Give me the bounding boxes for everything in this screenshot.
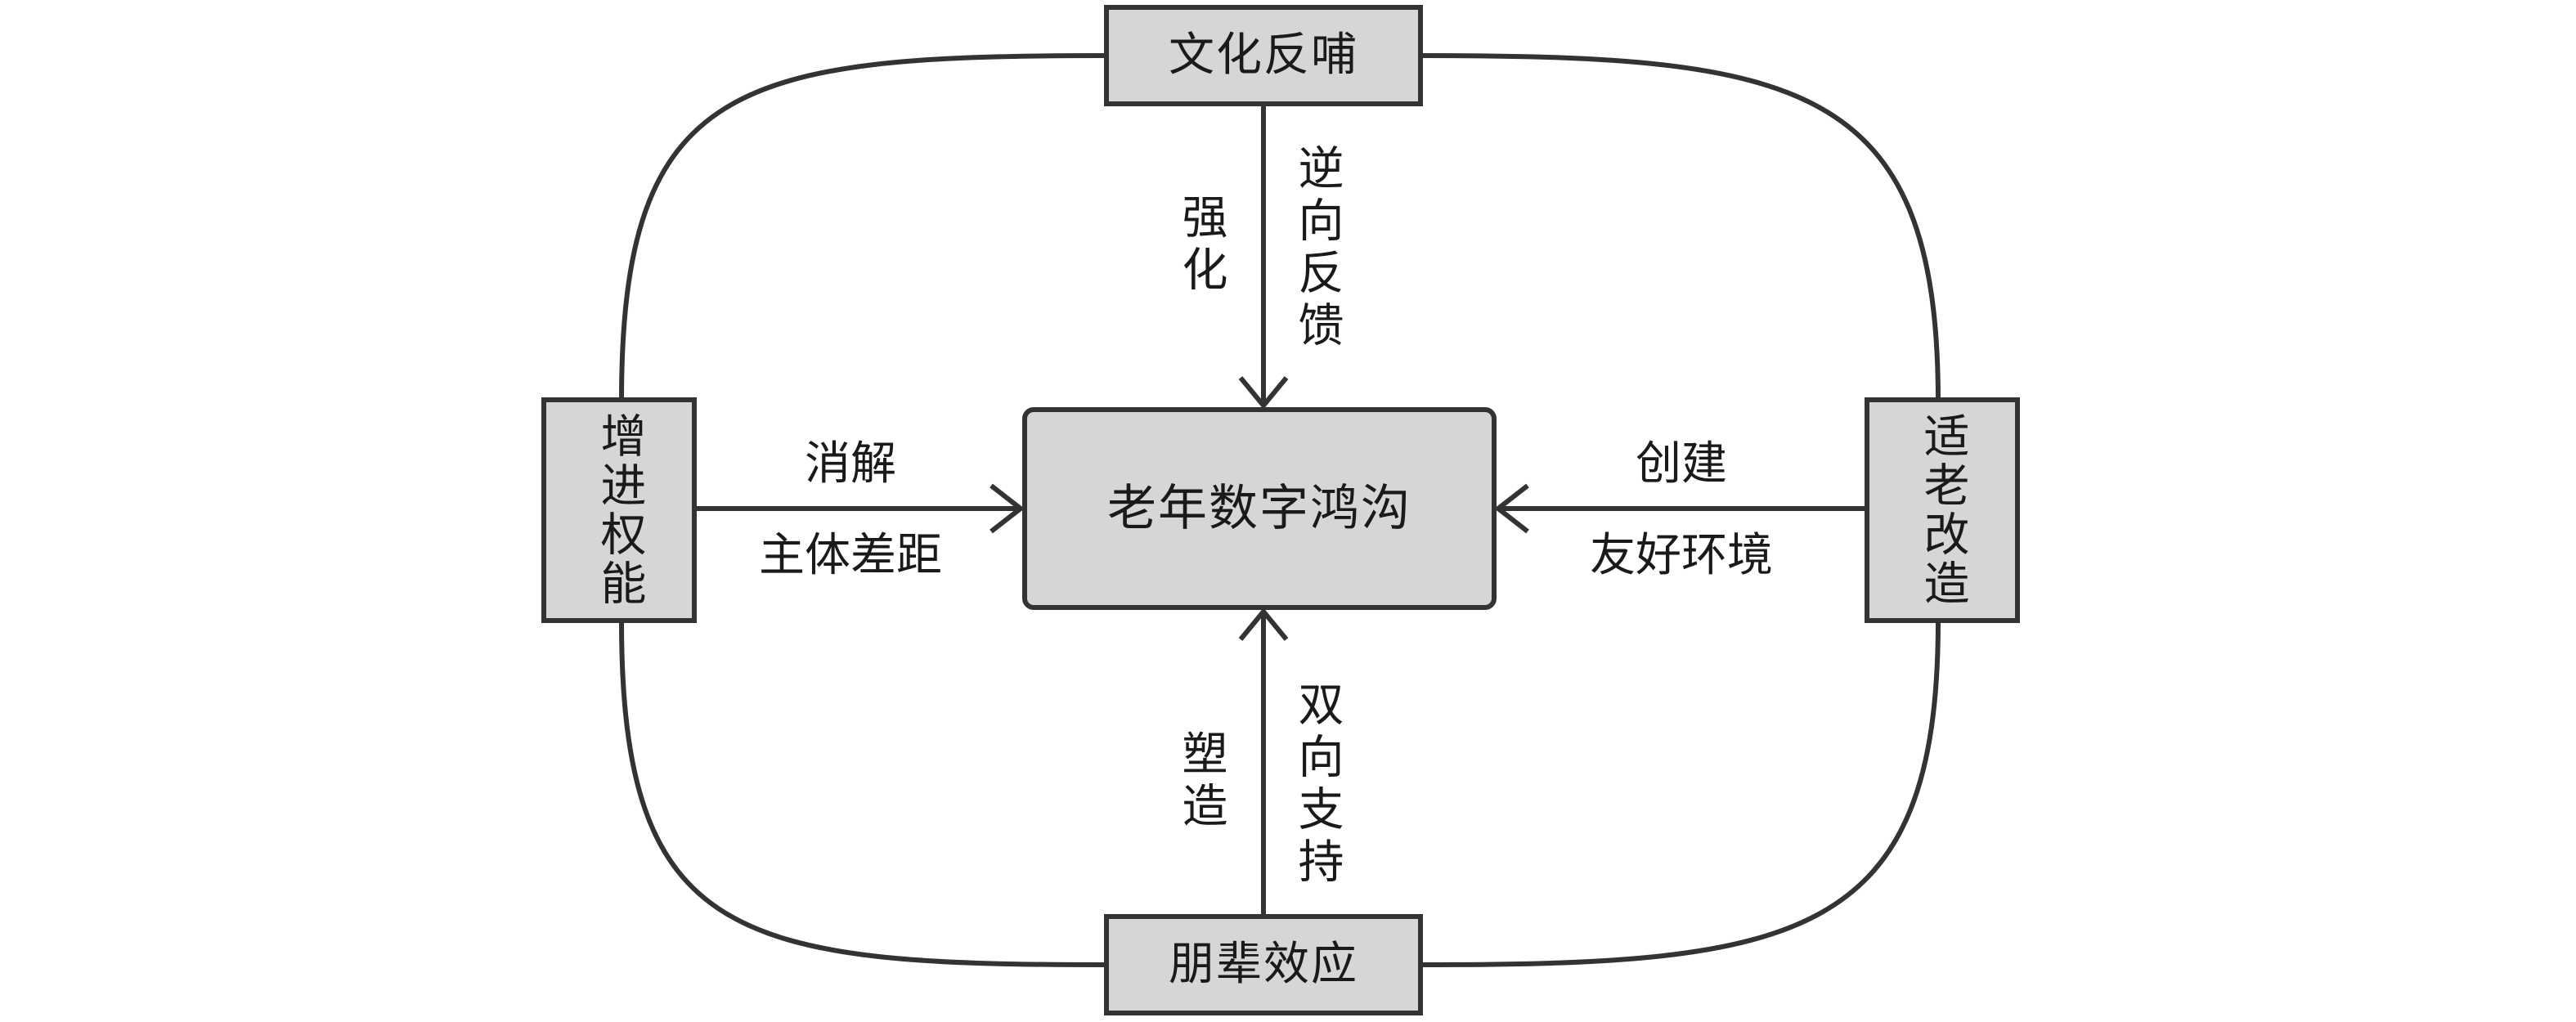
label-bottom-left: 塑造 — [1174, 729, 1227, 834]
arrowhead-bottom — [1238, 607, 1289, 641]
loop-arc-top-right — [1420, 53, 1941, 401]
loop-arc-bottom-right — [1420, 621, 1941, 967]
label-right-below: 友好环境 — [1590, 529, 1773, 582]
label-right-above: 创建 — [1636, 437, 1727, 491]
loop-arc-bottom-left — [619, 621, 1105, 967]
node-center: 老年数字鸿沟 — [1022, 407, 1497, 610]
loop-arc-top-left — [619, 53, 1105, 401]
arrowhead-left — [990, 483, 1025, 534]
label-left-above: 消解 — [805, 437, 896, 491]
label-left-below: 主体差距 — [759, 529, 942, 582]
label-bottom-right: 双向支持 — [1290, 680, 1344, 890]
node-left: 增进权能 — [541, 397, 697, 623]
arrowhead-top — [1238, 376, 1289, 410]
label-top-right: 逆向反馈 — [1290, 144, 1344, 353]
node-bottom: 朋辈效应 — [1104, 914, 1423, 1015]
label-top-left: 强化 — [1174, 193, 1227, 298]
node-right: 适老改造 — [1865, 397, 2020, 623]
arrowhead-right — [1494, 483, 1529, 534]
node-top: 文化反哺 — [1104, 5, 1423, 106]
